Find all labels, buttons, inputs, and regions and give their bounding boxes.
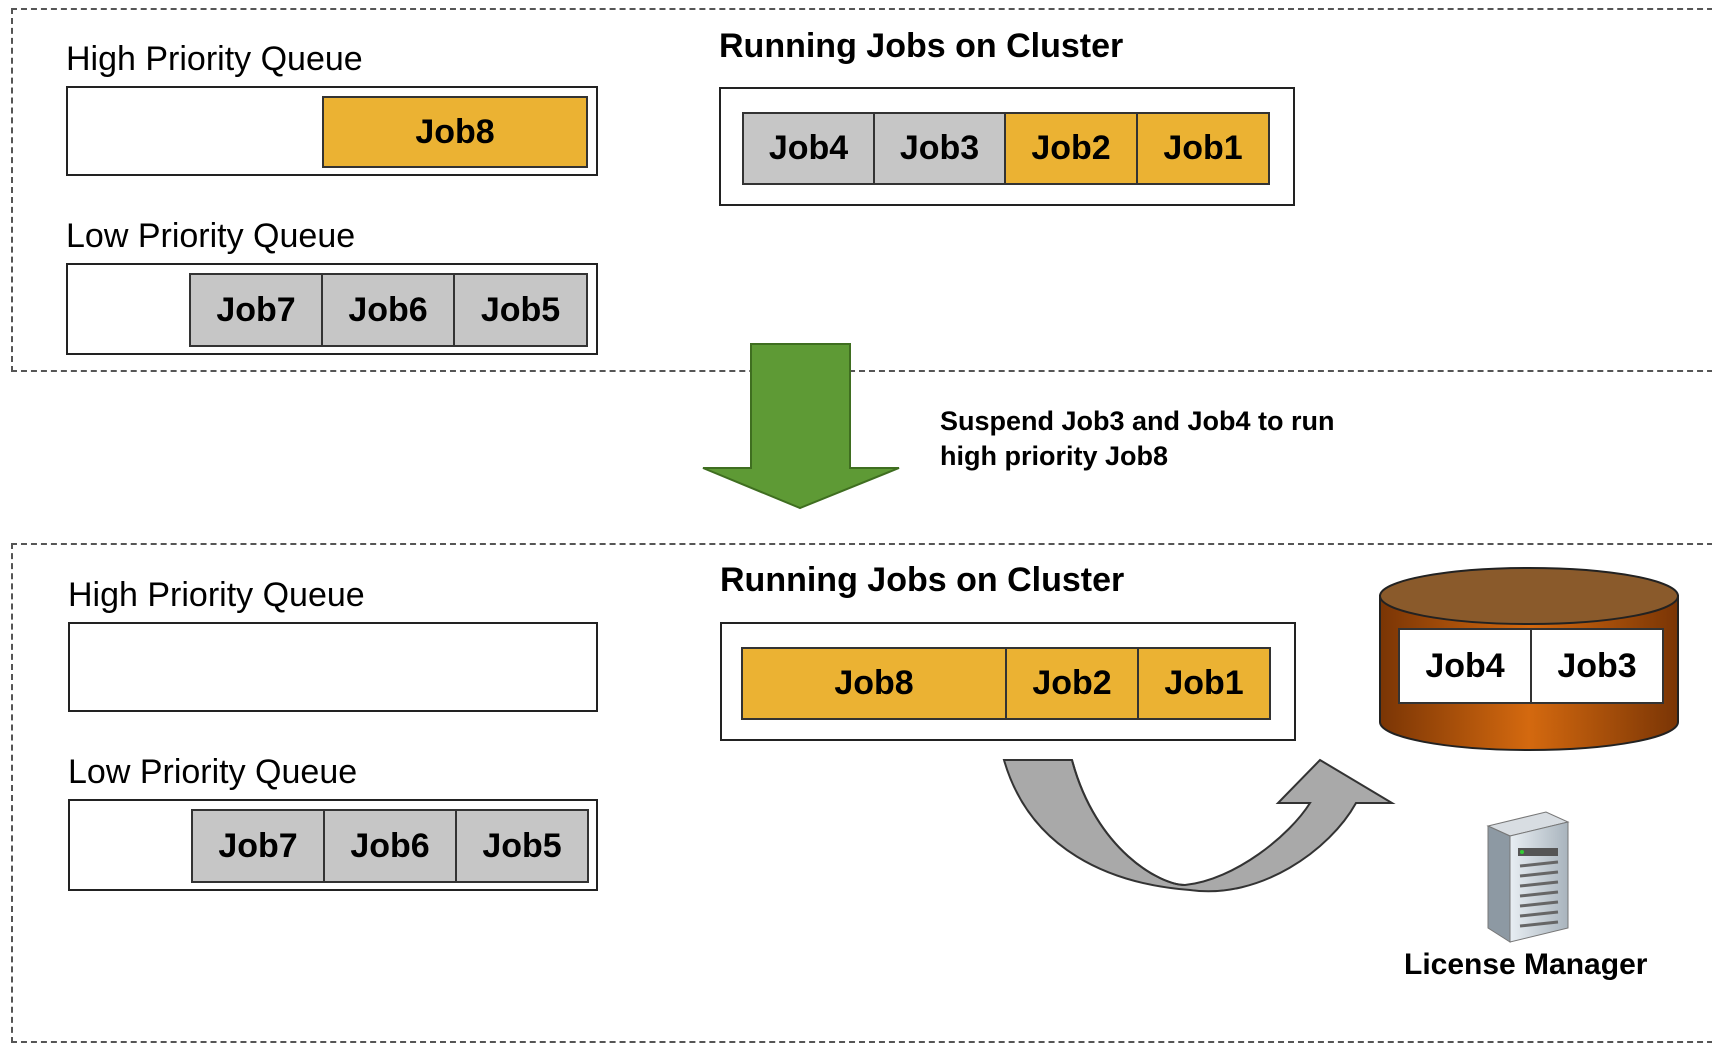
running-job: Job2 (1004, 112, 1138, 185)
low-priority-queue: Job7 Job6 Job5 (66, 263, 598, 355)
low-priority-queue-label: Low Priority Queue (68, 753, 358, 791)
server-icon (1486, 811, 1570, 943)
license-manager-label: License Manager (1404, 948, 1648, 981)
high-priority-queue: Job8 (66, 86, 598, 176)
running-jobs-title: Running Jobs on Cluster (719, 27, 1124, 65)
suspended-job: Job4 (1398, 628, 1532, 704)
running-job: Job1 (1136, 112, 1270, 185)
queued-job: Job7 (189, 273, 323, 347)
transition-note-line2: high priority Job8 (940, 441, 1169, 471)
suspended-job: Job3 (1530, 628, 1664, 704)
before-panel (11, 8, 1712, 372)
queued-job: Job7 (191, 809, 325, 883)
running-jobs-title: Running Jobs on Cluster (720, 561, 1125, 599)
running-job: Job2 (1005, 647, 1139, 720)
queued-job: Job5 (453, 273, 588, 347)
transition-note: Suspend Job3 and Job4 to run high priori… (940, 404, 1335, 474)
high-priority-queue-label: High Priority Queue (68, 576, 365, 614)
running-job: Job4 (742, 112, 875, 185)
low-priority-queue: Job7 Job6 Job5 (68, 799, 598, 891)
low-priority-queue-label: Low Priority Queue (66, 217, 356, 255)
queued-job: Job6 (321, 273, 455, 347)
running-job: Job1 (1137, 647, 1271, 720)
queued-job: Job5 (455, 809, 589, 883)
running-jobs-box: Job8 Job2 Job1 (720, 622, 1296, 741)
queued-job: Job8 (322, 96, 588, 168)
queued-job: Job6 (323, 809, 457, 883)
transition-note-line1: Suspend Job3 and Job4 to run (940, 406, 1335, 436)
high-priority-queue-label: High Priority Queue (66, 40, 363, 78)
down-arrow (702, 343, 900, 510)
running-job: Job3 (873, 112, 1006, 185)
running-job: Job8 (741, 647, 1007, 720)
high-priority-queue (68, 622, 598, 712)
running-jobs-box: Job4 Job3 Job2 Job1 (719, 87, 1295, 206)
arrows-layer (702, 343, 1396, 893)
